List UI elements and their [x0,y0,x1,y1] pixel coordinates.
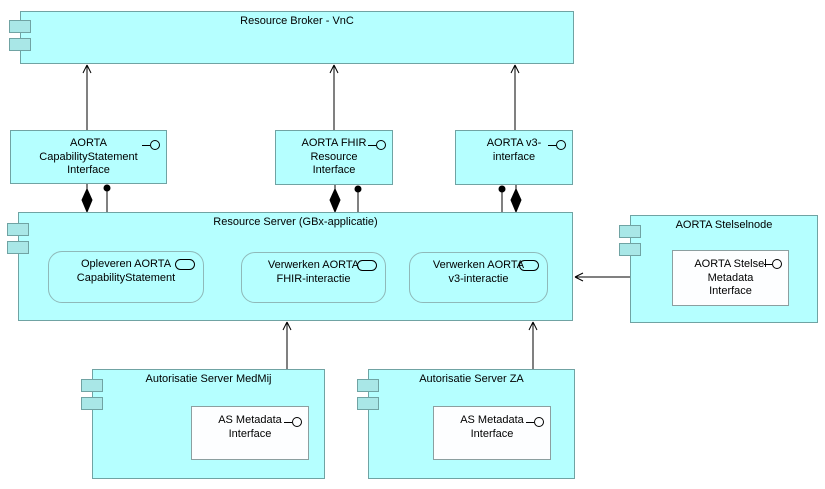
application-function-icon [175,259,195,270]
function-label: Verwerken AORTA v3-interactie [432,259,525,285]
component-icon [9,20,31,56]
lollipop-stem [368,144,376,146]
component-icon [81,379,103,415]
component-tab-icon [619,243,641,256]
interface-label: AS Metadata Interface [460,414,524,440]
component-autorisatie-server-medmij[interactable]: Autorisatie Server MedMij AS Metadata In… [81,369,325,479]
component-tab-icon [81,379,103,392]
lollipop-circle [292,417,302,427]
lollipop-stem [764,263,772,265]
lollipop-stem [548,144,556,146]
interface-lollipop-icon [764,259,782,269]
function-verwerken-fhir-interactie[interactable]: Verwerken AORTA FHIR-interactie [241,252,386,303]
component-tab-icon [81,397,103,410]
application-function-icon [357,260,377,271]
component-autorisatie-server-za[interactable]: Autorisatie Server ZA AS Metadata Interf… [357,369,575,479]
function-verwerken-v3-interactie[interactable]: Verwerken AORTA v3-interactie [409,252,548,303]
component-title: Autorisatie Server ZA [419,373,524,385]
lollipop-circle [150,140,160,150]
composition-server-v3[interactable] [510,185,522,214]
interface-as-metadata-medmij[interactable]: AS Metadata Interface [191,406,309,460]
interface-label: AORTA CapabilityStatement Interface [39,137,138,176]
interface-aorta-v3[interactable]: AORTA v3- interface [455,130,573,185]
interface-as-metadata-za[interactable]: AS Metadata Interface [433,406,551,460]
interface-aorta-capabilitystatement[interactable]: AORTA CapabilityStatement Interface [10,130,167,184]
interface-label: AORTA FHIR Resource Interface [301,137,367,176]
interface-aorta-stelsel-metadata[interactable]: AORTA Stelsel Metadata Interface [672,250,789,306]
interface-aorta-fhir-resource[interactable]: AORTA FHIR Resource Interface [275,130,393,185]
component-icon [7,223,29,259]
component-tab-icon [357,379,379,392]
serving-v3-to-broker[interactable] [510,64,520,130]
component-tab-icon [357,397,379,410]
function-label: Opleveren AORTA CapabilityStatement [76,258,176,284]
function-opleveren-capabilitystatement[interactable]: Opleveren AORTA CapabilityStatement [48,251,204,303]
interface-lollipop-icon [142,140,160,150]
application-function-icon [519,260,539,271]
composition-server-capability[interactable] [81,184,93,214]
component-title: Resource Broker - VnC [240,15,354,27]
lollipop-stem [284,421,292,423]
interface-label: AS Metadata Interface [218,414,282,440]
lollipop-stem [526,421,534,423]
composition-server-fhir[interactable] [329,185,341,214]
component-title: Autorisatie Server MedMij [145,373,272,385]
component-icon [619,225,641,261]
lollipop-circle [534,417,544,427]
interface-lollipop-icon [548,140,566,150]
lollipop-circle [376,140,386,150]
component-aorta-stelselnode[interactable]: AORTA Stelselnode AORTA Stelsel Metadata… [619,215,818,323]
component-tab-icon [7,223,29,236]
component-tab-icon [9,38,31,51]
interface-label: AORTA Stelsel Metadata Interface [694,258,767,297]
serving-fhir-to-broker[interactable] [329,64,339,130]
lollipop-circle [772,259,782,269]
interface-label: AORTA v3- interface [486,137,542,163]
component-icon [357,379,379,415]
interface-lollipop-icon [526,417,544,427]
component-title: Resource Server (GBx-applicatie) [213,216,378,228]
component-tab-icon [619,225,641,238]
function-label: Verwerken AORTA FHIR-interactie [267,259,360,285]
component-title: AORTA Stelselnode [675,219,773,231]
component-tab-icon [9,20,31,33]
component-resource-server[interactable]: Resource Server (GBx-applicatie) Oplever… [7,212,573,321]
interface-lollipop-icon [368,140,386,150]
component-tab-icon [7,241,29,254]
component-resource-broker[interactable]: Resource Broker - VnC [9,11,574,64]
interface-lollipop-icon [284,417,302,427]
lollipop-circle [556,140,566,150]
lollipop-stem [142,144,150,146]
serving-capability-to-broker[interactable] [82,64,92,130]
